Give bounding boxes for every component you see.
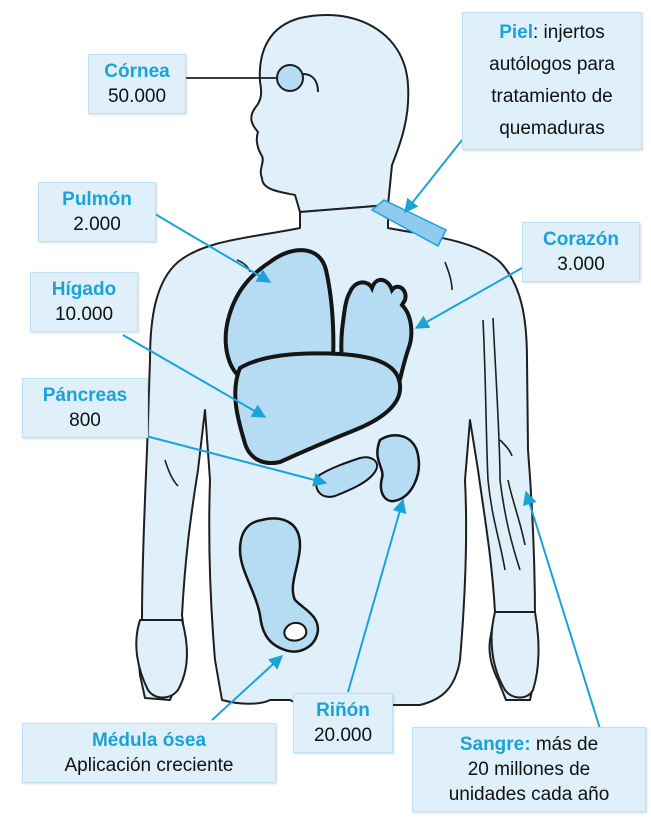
higado-value: 10.000: [37, 302, 131, 327]
right-hand-shape: [492, 612, 539, 698]
hip-bone-hole: [284, 623, 306, 641]
sangre-line2: 20 millones de: [419, 757, 639, 782]
pancreas-value: 800: [29, 408, 141, 433]
pancreas-title: Páncreas: [29, 383, 141, 408]
cornea-value: 50.000: [95, 84, 179, 109]
cornea-label: Córnea 50.000: [88, 54, 186, 114]
sangre-label: Sangre: más de 20 millones de unidades c…: [412, 727, 646, 812]
medula-label: Médula ósea Aplicación creciente: [22, 723, 276, 783]
sangre-text: más de: [531, 734, 599, 755]
corazon-value: 3.000: [529, 252, 633, 277]
sangre-title: Sangre:: [460, 734, 531, 755]
pulmon-value: 2.000: [45, 212, 149, 237]
corazon-label: Corazón 3.000: [522, 222, 640, 282]
piel-arrow: [405, 140, 462, 212]
piel-line4: quemaduras: [469, 113, 635, 145]
medula-value: Aplicación creciente: [29, 753, 269, 778]
torso-shape: [139, 205, 538, 705]
piel-text: : injertos: [533, 22, 605, 43]
pancreas-label: Páncreas 800: [22, 378, 148, 438]
piel-line2: autólogos para: [469, 49, 635, 81]
medula-title: Médula ósea: [29, 728, 269, 753]
rinon-label: Riñón 20.000: [293, 693, 393, 753]
corazon-title: Corazón: [529, 227, 633, 252]
rinon-value: 20.000: [300, 723, 386, 748]
higado-title: Hígado: [37, 277, 131, 302]
piel-title: Piel: [499, 22, 533, 43]
pulmon-label: Pulmón 2.000: [38, 182, 156, 242]
cornea-title: Córnea: [95, 59, 179, 84]
piel-line3: tratamiento de: [469, 81, 635, 113]
head-shape: [251, 15, 408, 212]
sangre-line3: unidades cada año: [419, 782, 639, 807]
piel-label: Piel: injertos autólogos para tratamient…: [462, 12, 642, 150]
rinon-title: Riñón: [300, 698, 386, 723]
sangre-arrow: [526, 492, 602, 735]
higado-label: Hígado 10.000: [30, 272, 138, 332]
pulmon-title: Pulmón: [45, 187, 149, 212]
